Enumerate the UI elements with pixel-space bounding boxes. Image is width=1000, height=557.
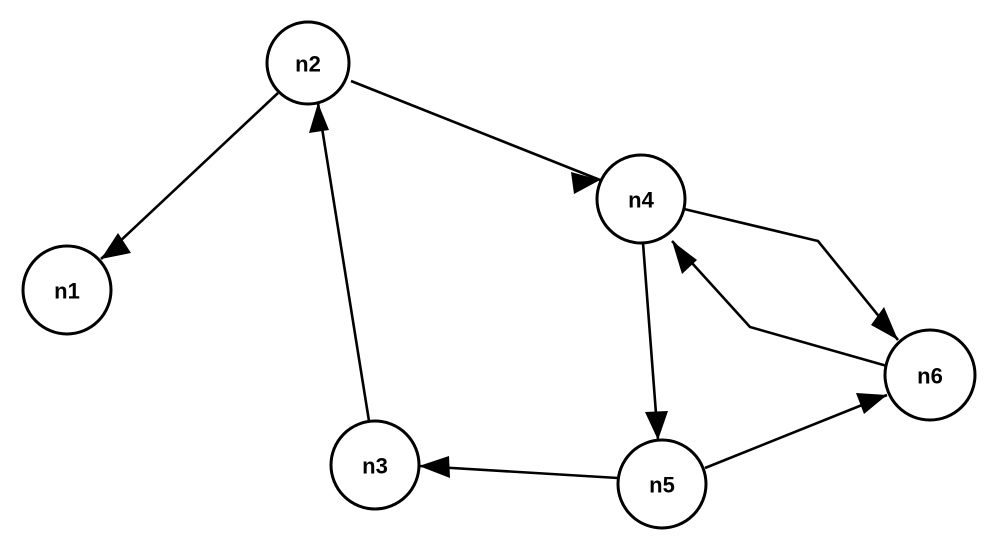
node-n1[interactable]: n1 — [21, 244, 113, 336]
edge-n3-to-n2-arrowhead — [309, 103, 329, 133]
edge-n2-to-n4-line — [350, 79, 601, 182]
edge-n3-to-n2[interactable] — [309, 102, 371, 422]
node-n6-circle — [883, 328, 977, 422]
edges-layer — [100, 79, 900, 480]
edge-n6-to-n4[interactable] — [671, 240, 888, 368]
edge-n4-to-n5-line — [641, 242, 660, 441]
edge-n2-to-n4[interactable] — [350, 79, 601, 194]
node-n6[interactable]: n6 — [883, 328, 977, 422]
node-n3[interactable]: n3 — [329, 419, 421, 511]
edge-n3-to-n2-line — [316, 102, 371, 422]
node-n4-circle — [595, 153, 687, 245]
node-n2[interactable]: n2 — [265, 20, 351, 106]
node-n1-label: n1 — [54, 279, 80, 304]
edge-n2-to-n4-arrowhead — [571, 172, 600, 194]
edge-n5-to-n3-arrowhead — [419, 456, 450, 478]
edge-n4-to-n6[interactable] — [683, 207, 900, 341]
node-n3-label: n3 — [362, 454, 388, 479]
nodes-layer: n1 n2 n3 n4 n5 n6 — [21, 20, 977, 530]
node-n2-circle — [265, 20, 351, 106]
node-n5-circle — [616, 438, 708, 530]
node-n3-circle — [329, 419, 421, 511]
edge-n5-to-n6-line — [704, 393, 888, 470]
edge-n4-to-n6-arrowhead — [871, 307, 898, 340]
node-n4-label: n4 — [628, 188, 654, 213]
edge-n2-to-n1-line — [100, 92, 279, 260]
node-n4[interactable]: n4 — [595, 153, 687, 245]
node-n5-label: n5 — [649, 473, 675, 498]
edge-n5-to-n3[interactable] — [418, 456, 619, 480]
edge-n5-to-n3-line — [418, 464, 619, 480]
edge-n6-to-n4-line — [671, 240, 888, 368]
node-n1-circle — [21, 244, 113, 336]
edge-n5-to-n6-arrowhead — [856, 393, 887, 414]
edge-n4-to-n5[interactable] — [641, 242, 668, 441]
node-n6-label: n6 — [917, 364, 943, 389]
edge-n5-to-n6[interactable] — [704, 393, 888, 470]
edge-n2-to-n1[interactable] — [100, 92, 279, 260]
node-n2-label: n2 — [295, 52, 321, 77]
edge-n6-to-n4-arrowhead — [672, 241, 697, 274]
edge-n4-to-n6-line — [683, 207, 900, 341]
edge-n4-to-n5-arrowhead — [645, 411, 668, 440]
edge-n2-to-n1-arrowhead — [101, 233, 131, 259]
node-n5[interactable]: n5 — [616, 438, 708, 530]
